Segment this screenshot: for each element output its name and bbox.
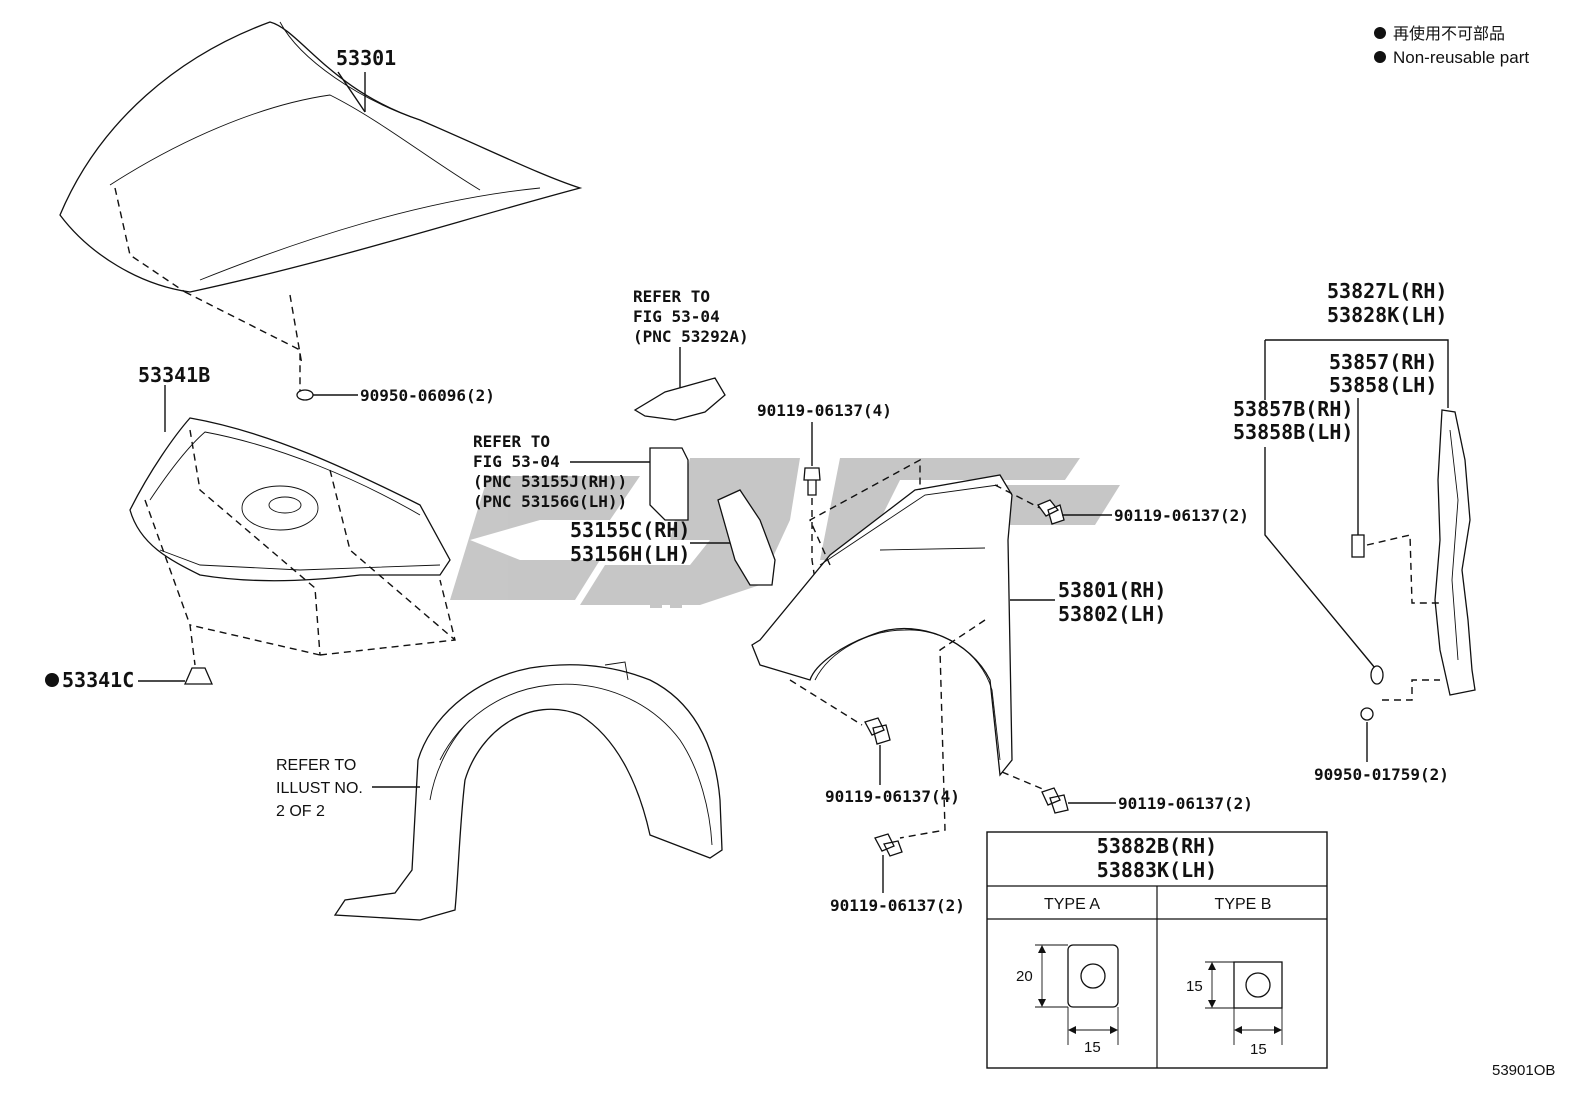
legend-english: Non-reusable part bbox=[1393, 48, 1529, 67]
type-a-width-value: 15 bbox=[1084, 1039, 1101, 1056]
cushion-b-lh-part-number: 53858B(LH) bbox=[1233, 420, 1353, 444]
non-reusable-bullet-icon bbox=[45, 673, 59, 687]
seal-top-lh-part-number: 53828K(LH) bbox=[1327, 303, 1447, 327]
figure-code: 53901OB bbox=[1492, 1062, 1555, 1079]
legend: 再使用不可部品 Non-reusable part bbox=[1374, 25, 1529, 67]
cushion-lh-part-number: 53858(LH) bbox=[1329, 373, 1437, 397]
cushion-b-rh-part-number: 53857B(RH) bbox=[1233, 397, 1353, 421]
fender-rh-part-number: 53801(RH) bbox=[1058, 578, 1166, 602]
cushion-rh-part-number: 53857(RH) bbox=[1329, 350, 1437, 374]
type-b-heading: TYPE B bbox=[1215, 896, 1272, 913]
refer-top-line2: FIG 53-04 bbox=[633, 307, 720, 326]
clip-icon bbox=[1360, 707, 1374, 721]
non-reusable-bullet-icon bbox=[1374, 51, 1386, 63]
fender-seal-drawing bbox=[649, 447, 689, 521]
bolt-icon bbox=[864, 717, 891, 745]
bolt-lower-mid-part-number: 90119-06137(4) bbox=[825, 787, 960, 806]
seal-top-rh-part-number: 53827L(RH) bbox=[1327, 279, 1447, 303]
bolt-right-top-part-number: 90119-06137(2) bbox=[1114, 506, 1249, 525]
bolt-icon bbox=[1041, 787, 1069, 814]
hood-insulator-drawing bbox=[129, 385, 456, 666]
hood-part-number: 53301 bbox=[336, 46, 396, 70]
refer-mid-line2: FIG 53-04 bbox=[473, 452, 560, 471]
type-b-width-value: 15 bbox=[1250, 1041, 1267, 1058]
type-b-height-value: 15 bbox=[1186, 978, 1203, 995]
fender-lh-part-number: 53802(LH) bbox=[1058, 602, 1166, 626]
insulator-clip-icon bbox=[184, 667, 213, 685]
liner-refer-line2: ILLUST NO. bbox=[276, 780, 363, 797]
type-table-title-lh: 53883K(LH) bbox=[1097, 858, 1217, 882]
fender-drawing bbox=[751, 458, 1046, 839]
bolt-icon bbox=[874, 833, 903, 857]
refer-top-line1: REFER TO bbox=[633, 287, 710, 306]
bolt-icon bbox=[803, 467, 821, 496]
clip-right-part-number: 90950-01759(2) bbox=[1314, 765, 1449, 784]
bolt-top-part-number: 90119-06137(4) bbox=[757, 401, 892, 420]
refer-mid-line1: REFER TO bbox=[473, 432, 550, 451]
refer-top-line3: (PNC 53292A) bbox=[633, 327, 749, 346]
bolt-bottom-part-number: 90119-06137(2) bbox=[830, 896, 965, 915]
legend-japanese: 再使用不可部品 bbox=[1393, 25, 1505, 43]
refer-mid-line4: (PNC 53156G(LH)) bbox=[473, 492, 627, 511]
side-seal-drawing bbox=[1434, 409, 1476, 696]
liner-refer-line1: REFER TO bbox=[276, 757, 356, 774]
seal-lh-part-number: 53156H(LH) bbox=[570, 542, 690, 566]
type-a-height-value: 20 bbox=[1016, 968, 1033, 985]
bolt-lower-right-part-number: 90119-06137(2) bbox=[1118, 794, 1253, 813]
fender-cushion-drawing bbox=[717, 489, 776, 586]
type-a-heading: TYPE A bbox=[1044, 896, 1100, 913]
seal-rh-part-number: 53155C(RH) bbox=[570, 518, 690, 542]
refer-mid-line3: (PNC 53155J(RH)) bbox=[473, 472, 627, 491]
cowl-bracket-drawing bbox=[633, 377, 726, 421]
clip-icon bbox=[1370, 665, 1384, 685]
hood-clip-part-number: 90950-06096(2) bbox=[360, 386, 495, 405]
type-table-title-rh: 53882B(RH) bbox=[1097, 834, 1217, 858]
non-reusable-bullet-icon bbox=[1374, 27, 1386, 39]
insulator-clip-part-number: 53341C bbox=[62, 668, 134, 692]
hood-clip-icon bbox=[296, 389, 314, 401]
hood-drawing bbox=[59, 21, 583, 392]
liner-refer-line3: 2 OF 2 bbox=[276, 803, 325, 820]
bolt-icon bbox=[1036, 499, 1065, 525]
type-table: 53882B(RH) 53883K(LH) TYPE A TYPE B 20 1… bbox=[986, 831, 1328, 1069]
cushion-block-icon bbox=[1351, 534, 1365, 558]
fender-liner-drawing bbox=[333, 661, 723, 921]
hood-insulator-part-number: 53341B bbox=[138, 363, 210, 387]
